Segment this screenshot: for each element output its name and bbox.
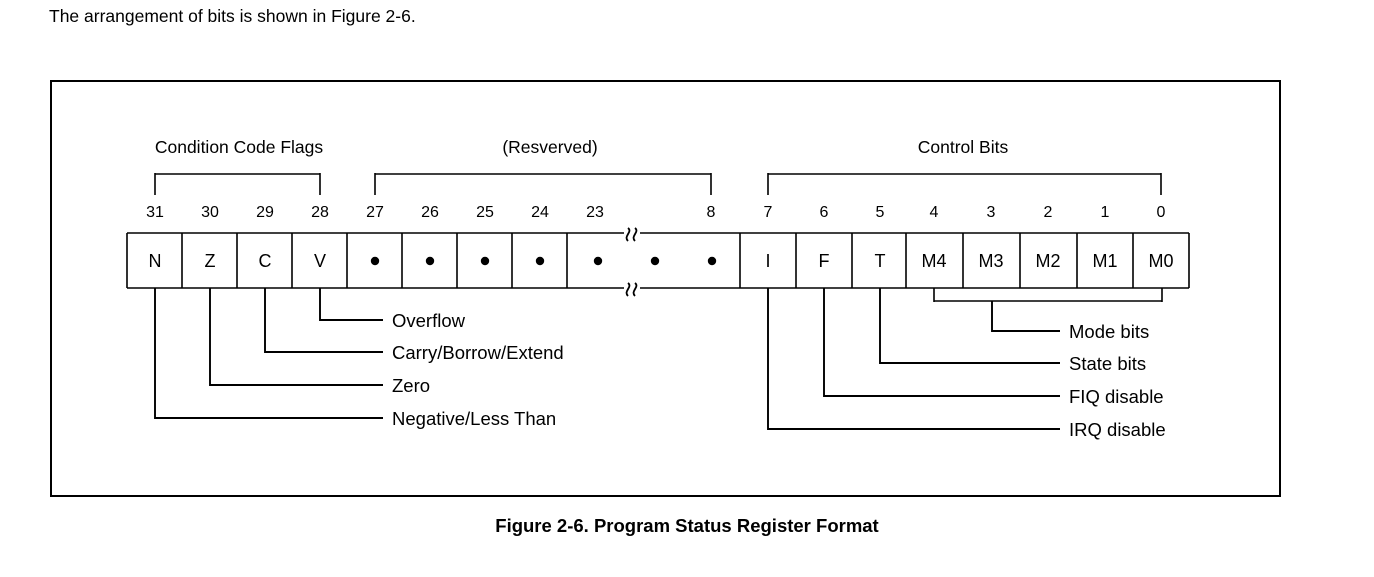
figure-caption: Figure 2-6. Program Status Register Form… bbox=[495, 515, 879, 536]
intro-paragraph: The arrangement of bits is shown in Figu… bbox=[49, 6, 416, 26]
figure-border-box bbox=[50, 80, 1281, 497]
